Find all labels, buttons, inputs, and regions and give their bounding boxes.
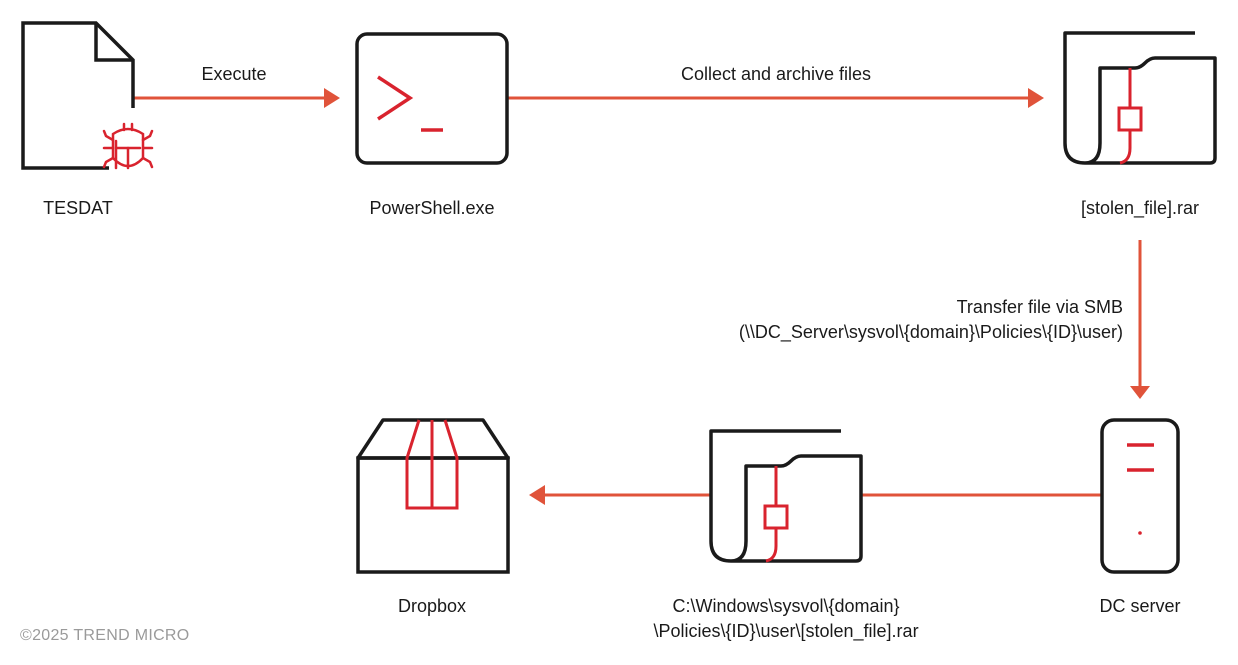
arrow-smb-transfer bbox=[1130, 240, 1150, 399]
copyright-notice: ©2025 TREND MICRO bbox=[20, 627, 190, 644]
edge-label-execute: Execute bbox=[201, 64, 267, 84]
node-label-local-copy-line1: C:\Windows\sysvol\{domain} bbox=[672, 596, 900, 616]
arrowhead-icon bbox=[324, 88, 340, 108]
arrowhead-icon bbox=[1130, 386, 1150, 399]
archive-file-icon bbox=[1063, 31, 1217, 165]
arrowhead-icon bbox=[1028, 88, 1044, 108]
node-label-dropbox: Dropbox bbox=[397, 596, 467, 616]
bug-icon bbox=[102, 122, 154, 170]
terminal-icon bbox=[355, 32, 509, 165]
server-icon bbox=[1100, 418, 1180, 574]
arrow-execute bbox=[133, 88, 340, 108]
node-label-archive: [stolen_file].rar bbox=[1080, 198, 1200, 218]
malicious-file-icon bbox=[21, 21, 154, 170]
node-label-dc-server: DC server bbox=[1099, 596, 1181, 616]
package-box-icon bbox=[356, 418, 510, 574]
edge-label-smb-line2: (\\DC_Server\sysvol\{domain}\Policies\{I… bbox=[738, 322, 1123, 342]
node-label-tesdat: TESDAT bbox=[43, 198, 113, 218]
edge-label-collect: Collect and archive files bbox=[680, 64, 872, 84]
node-label-powershell: PowerShell.exe bbox=[369, 198, 495, 218]
arrow-collect bbox=[508, 88, 1044, 108]
node-label-local-copy-line2: \Policies\{ID}\user\[stolen_file].rar bbox=[653, 621, 919, 641]
archive-file-icon bbox=[709, 429, 863, 563]
arrow-upload bbox=[529, 485, 710, 505]
arrowhead-icon bbox=[529, 485, 545, 505]
edge-label-smb-line1: Transfer file via SMB bbox=[956, 297, 1123, 317]
